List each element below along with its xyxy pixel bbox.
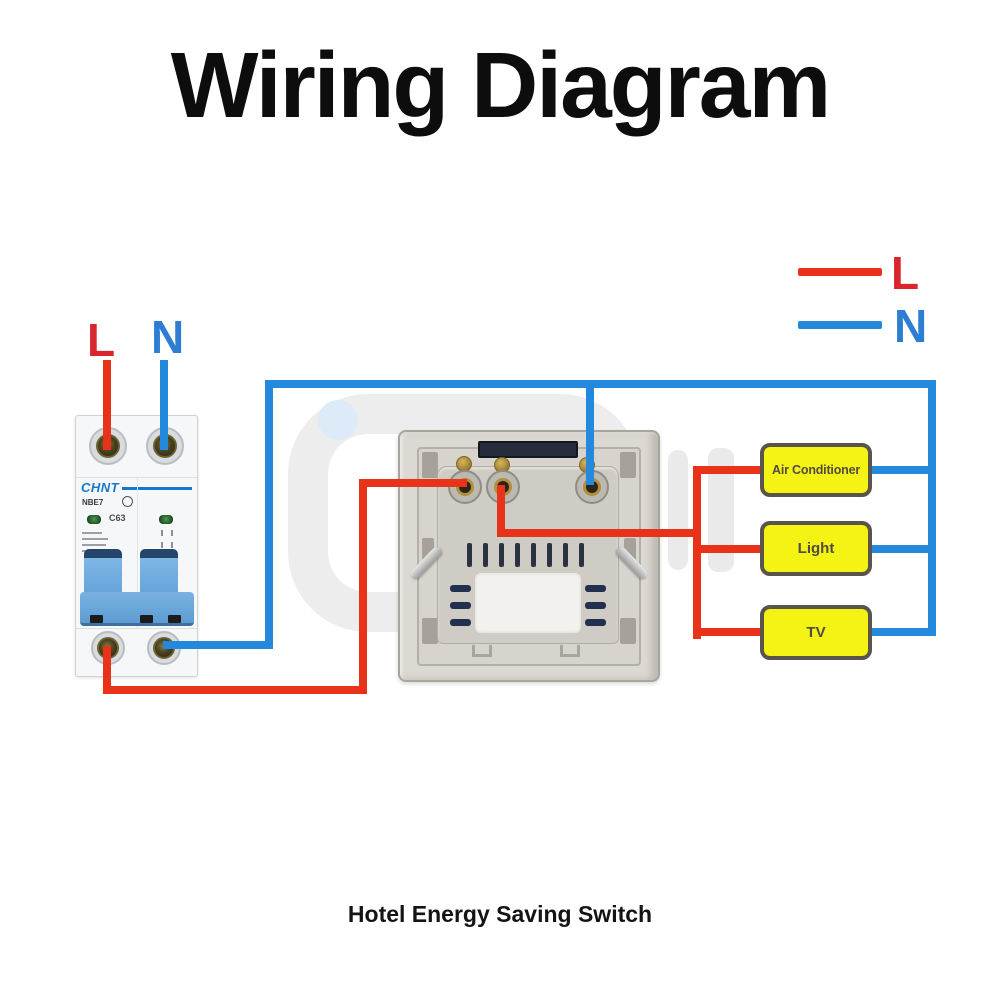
wire-live-stub-tv <box>693 628 762 636</box>
circuit-breaker: CHNT NBE7 C63 <box>75 415 198 677</box>
switch-side-slot <box>450 602 471 609</box>
watermark-bar <box>668 450 688 570</box>
wire-live-switch-to-bus <box>497 529 701 537</box>
breaker-seam <box>76 477 197 478</box>
breaker-seam <box>76 628 197 629</box>
load-box-air-conditioner: Air Conditioner <box>760 443 872 497</box>
load-label-light: Light <box>797 540 835 557</box>
wire-neutral-riser <box>265 380 273 649</box>
breaker-fineprint <box>82 532 102 534</box>
breaker-pole-divider <box>137 478 138 628</box>
wire-live-stub-light <box>693 545 762 553</box>
switch-vent <box>483 543 488 567</box>
breaker-slot <box>90 615 103 623</box>
switch-notch <box>422 452 438 478</box>
wire-live-breaker-out-drop <box>103 646 111 694</box>
caption: Hotel Energy Saving Switch <box>347 901 653 927</box>
wire-neutral-supply-drop <box>160 360 168 450</box>
switch-tab <box>472 645 492 657</box>
wire-live-switch-out-drop <box>497 485 505 537</box>
switch-notch <box>620 452 636 478</box>
switch-side-slot <box>450 585 471 592</box>
legend-live-line <box>798 268 882 276</box>
breaker-schematic-mark <box>171 530 173 536</box>
breaker-brand-line <box>122 487 192 490</box>
breaker-slot <box>168 615 181 623</box>
breaker-schematic-mark <box>161 542 163 548</box>
wire-neutral-stub-air-conditioner <box>870 466 928 474</box>
switch-notch <box>620 618 636 644</box>
page-title: Wiring Diagram <box>170 33 831 137</box>
supply-live-label: L <box>87 314 116 366</box>
legend-live-label: L <box>891 247 920 299</box>
switch-side-slot <box>585 602 606 609</box>
switch-label-plate <box>475 573 581 633</box>
breaker-fineprint <box>82 538 108 540</box>
switch-vent <box>579 543 584 567</box>
breaker-certification-icon <box>122 496 133 507</box>
breaker-fineprint <box>82 544 106 546</box>
wire-live-bottom-run <box>103 686 367 694</box>
breaker-led-right <box>159 515 173 524</box>
wire-live-stub-air-conditioner <box>693 466 762 474</box>
switch-side-slot <box>585 619 606 626</box>
breaker-schematic-mark <box>171 542 173 548</box>
breaker-model-label: NBE7 <box>82 498 104 507</box>
wire-neutral-switch-drop <box>586 384 594 485</box>
wire-neutral-breaker-out <box>163 641 273 649</box>
breaker-brand-label: CHNT <box>81 480 120 495</box>
supply-neutral-label: N <box>151 311 185 363</box>
switch-top-slot <box>478 441 578 458</box>
switch-vent <box>499 543 504 567</box>
load-box-tv: TV <box>760 605 872 660</box>
switch-side-slot <box>585 585 606 592</box>
switch-side-slot <box>450 619 471 626</box>
breaker-led-left <box>87 515 101 524</box>
energy-saving-switch <box>398 430 660 682</box>
switch-vent <box>467 543 472 567</box>
legend-neutral-label: N <box>894 300 928 352</box>
wire-neutral-bus <box>928 380 936 636</box>
load-box-light: Light <box>760 521 872 576</box>
wire-neutral-top-run <box>265 380 936 388</box>
wire-live-riser <box>359 479 367 694</box>
breaker-schematic-mark <box>161 530 163 536</box>
switch-vent <box>515 543 520 567</box>
watermark-circle <box>318 400 358 440</box>
switch-vent <box>563 543 568 567</box>
wire-live-into-switch <box>359 479 467 487</box>
switch-tab <box>560 645 580 657</box>
breaker-slot <box>140 615 153 623</box>
breaker-rating-label: C63 <box>109 513 126 523</box>
load-label-air-conditioner: Air Conditioner <box>772 462 860 477</box>
wire-live-supply-drop <box>103 360 111 450</box>
legend-neutral-line <box>798 321 882 329</box>
wire-neutral-stub-tv <box>870 628 928 636</box>
load-label-tv: TV <box>806 624 826 641</box>
wire-neutral-stub-light <box>870 545 928 553</box>
switch-notch <box>422 618 438 644</box>
switch-vent <box>531 543 536 567</box>
switch-vent <box>547 543 552 567</box>
